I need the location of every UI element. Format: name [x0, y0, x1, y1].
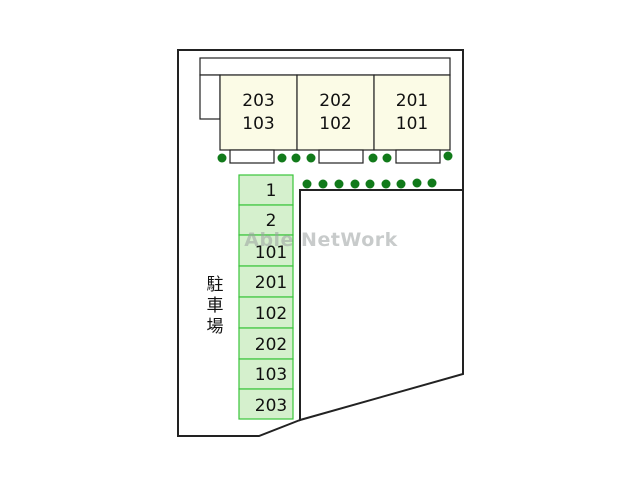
- building-unit: 201 101: [373, 74, 451, 151]
- unit-lower-label: 103: [242, 114, 274, 134]
- parking-space: 202: [238, 327, 294, 360]
- building-side-wing: [199, 74, 221, 120]
- shrub: [427, 178, 437, 188]
- parking-space: 101: [238, 234, 294, 267]
- shrub: [381, 179, 391, 189]
- shrub: [217, 153, 227, 163]
- building-unit: 203 103: [219, 74, 298, 151]
- shrub: [318, 179, 328, 189]
- shrub: [365, 179, 375, 189]
- parking-space-number: 2: [266, 211, 277, 231]
- parking-space: 103: [238, 358, 294, 390]
- parking-space-number: 103: [255, 365, 287, 385]
- parking-lot-label-char: 車: [207, 296, 224, 316]
- parking-lot-label-char: 場: [207, 317, 224, 337]
- parking-space-box: [238, 174, 294, 206]
- unit-lower-label: 102: [319, 114, 351, 134]
- entrance-porch: [395, 149, 441, 164]
- shrub: [302, 179, 312, 189]
- parking-space-box: [238, 204, 294, 236]
- shrub: [291, 153, 301, 163]
- parking-lot-label: 駐 車 場: [207, 275, 224, 337]
- parking-space-box: [238, 358, 294, 390]
- entrance-porch: [318, 149, 364, 164]
- shrub: [334, 179, 344, 189]
- parking-space-number: 1: [266, 181, 277, 201]
- adjacent-parcel: [299, 189, 464, 422]
- parking-lot-label-char: 駐: [207, 275, 224, 295]
- shrub: [382, 153, 392, 163]
- shrub: [412, 178, 422, 188]
- shrub: [396, 179, 406, 189]
- parking-spaces: 1 2 101 201 102 202 103 203: [238, 174, 294, 420]
- parking-space-number: 101: [255, 243, 287, 263]
- parking-space-number: 202: [255, 335, 287, 355]
- building-eave: [199, 57, 451, 76]
- parking-space-box: [238, 388, 294, 420]
- unit-upper-label: 202: [319, 91, 351, 111]
- shrub: [350, 179, 360, 189]
- parking-space: 102: [238, 296, 294, 329]
- building-unit: 202 102: [296, 74, 375, 151]
- watermark: Able NetWork: [244, 229, 398, 251]
- unit-upper-label: 203: [242, 91, 274, 111]
- parking-space: 201: [238, 265, 294, 298]
- parking-space-box: [238, 234, 294, 267]
- parking-space: 2: [238, 204, 294, 236]
- unit-upper-label: 201: [396, 91, 428, 111]
- shrubs: [217, 151, 453, 189]
- parking-space: 1: [238, 174, 294, 206]
- parking-space: 203: [238, 388, 294, 420]
- parking-space-box: [238, 265, 294, 298]
- shrub: [443, 151, 453, 161]
- shrub: [368, 153, 378, 163]
- unit-block: [219, 74, 298, 151]
- unit-block: [373, 74, 451, 151]
- unit-block: [296, 74, 375, 151]
- building: 203 103 202 102 201 101: [219, 74, 451, 151]
- parking-space-box: [238, 327, 294, 360]
- parking-space-number: 201: [255, 273, 287, 293]
- parking-space-number: 102: [255, 304, 287, 324]
- entrance-porch: [229, 149, 275, 164]
- shrub: [306, 153, 316, 163]
- unit-lower-label: 101: [396, 114, 428, 134]
- shrub: [277, 153, 287, 163]
- parking-space-number: 203: [255, 396, 287, 416]
